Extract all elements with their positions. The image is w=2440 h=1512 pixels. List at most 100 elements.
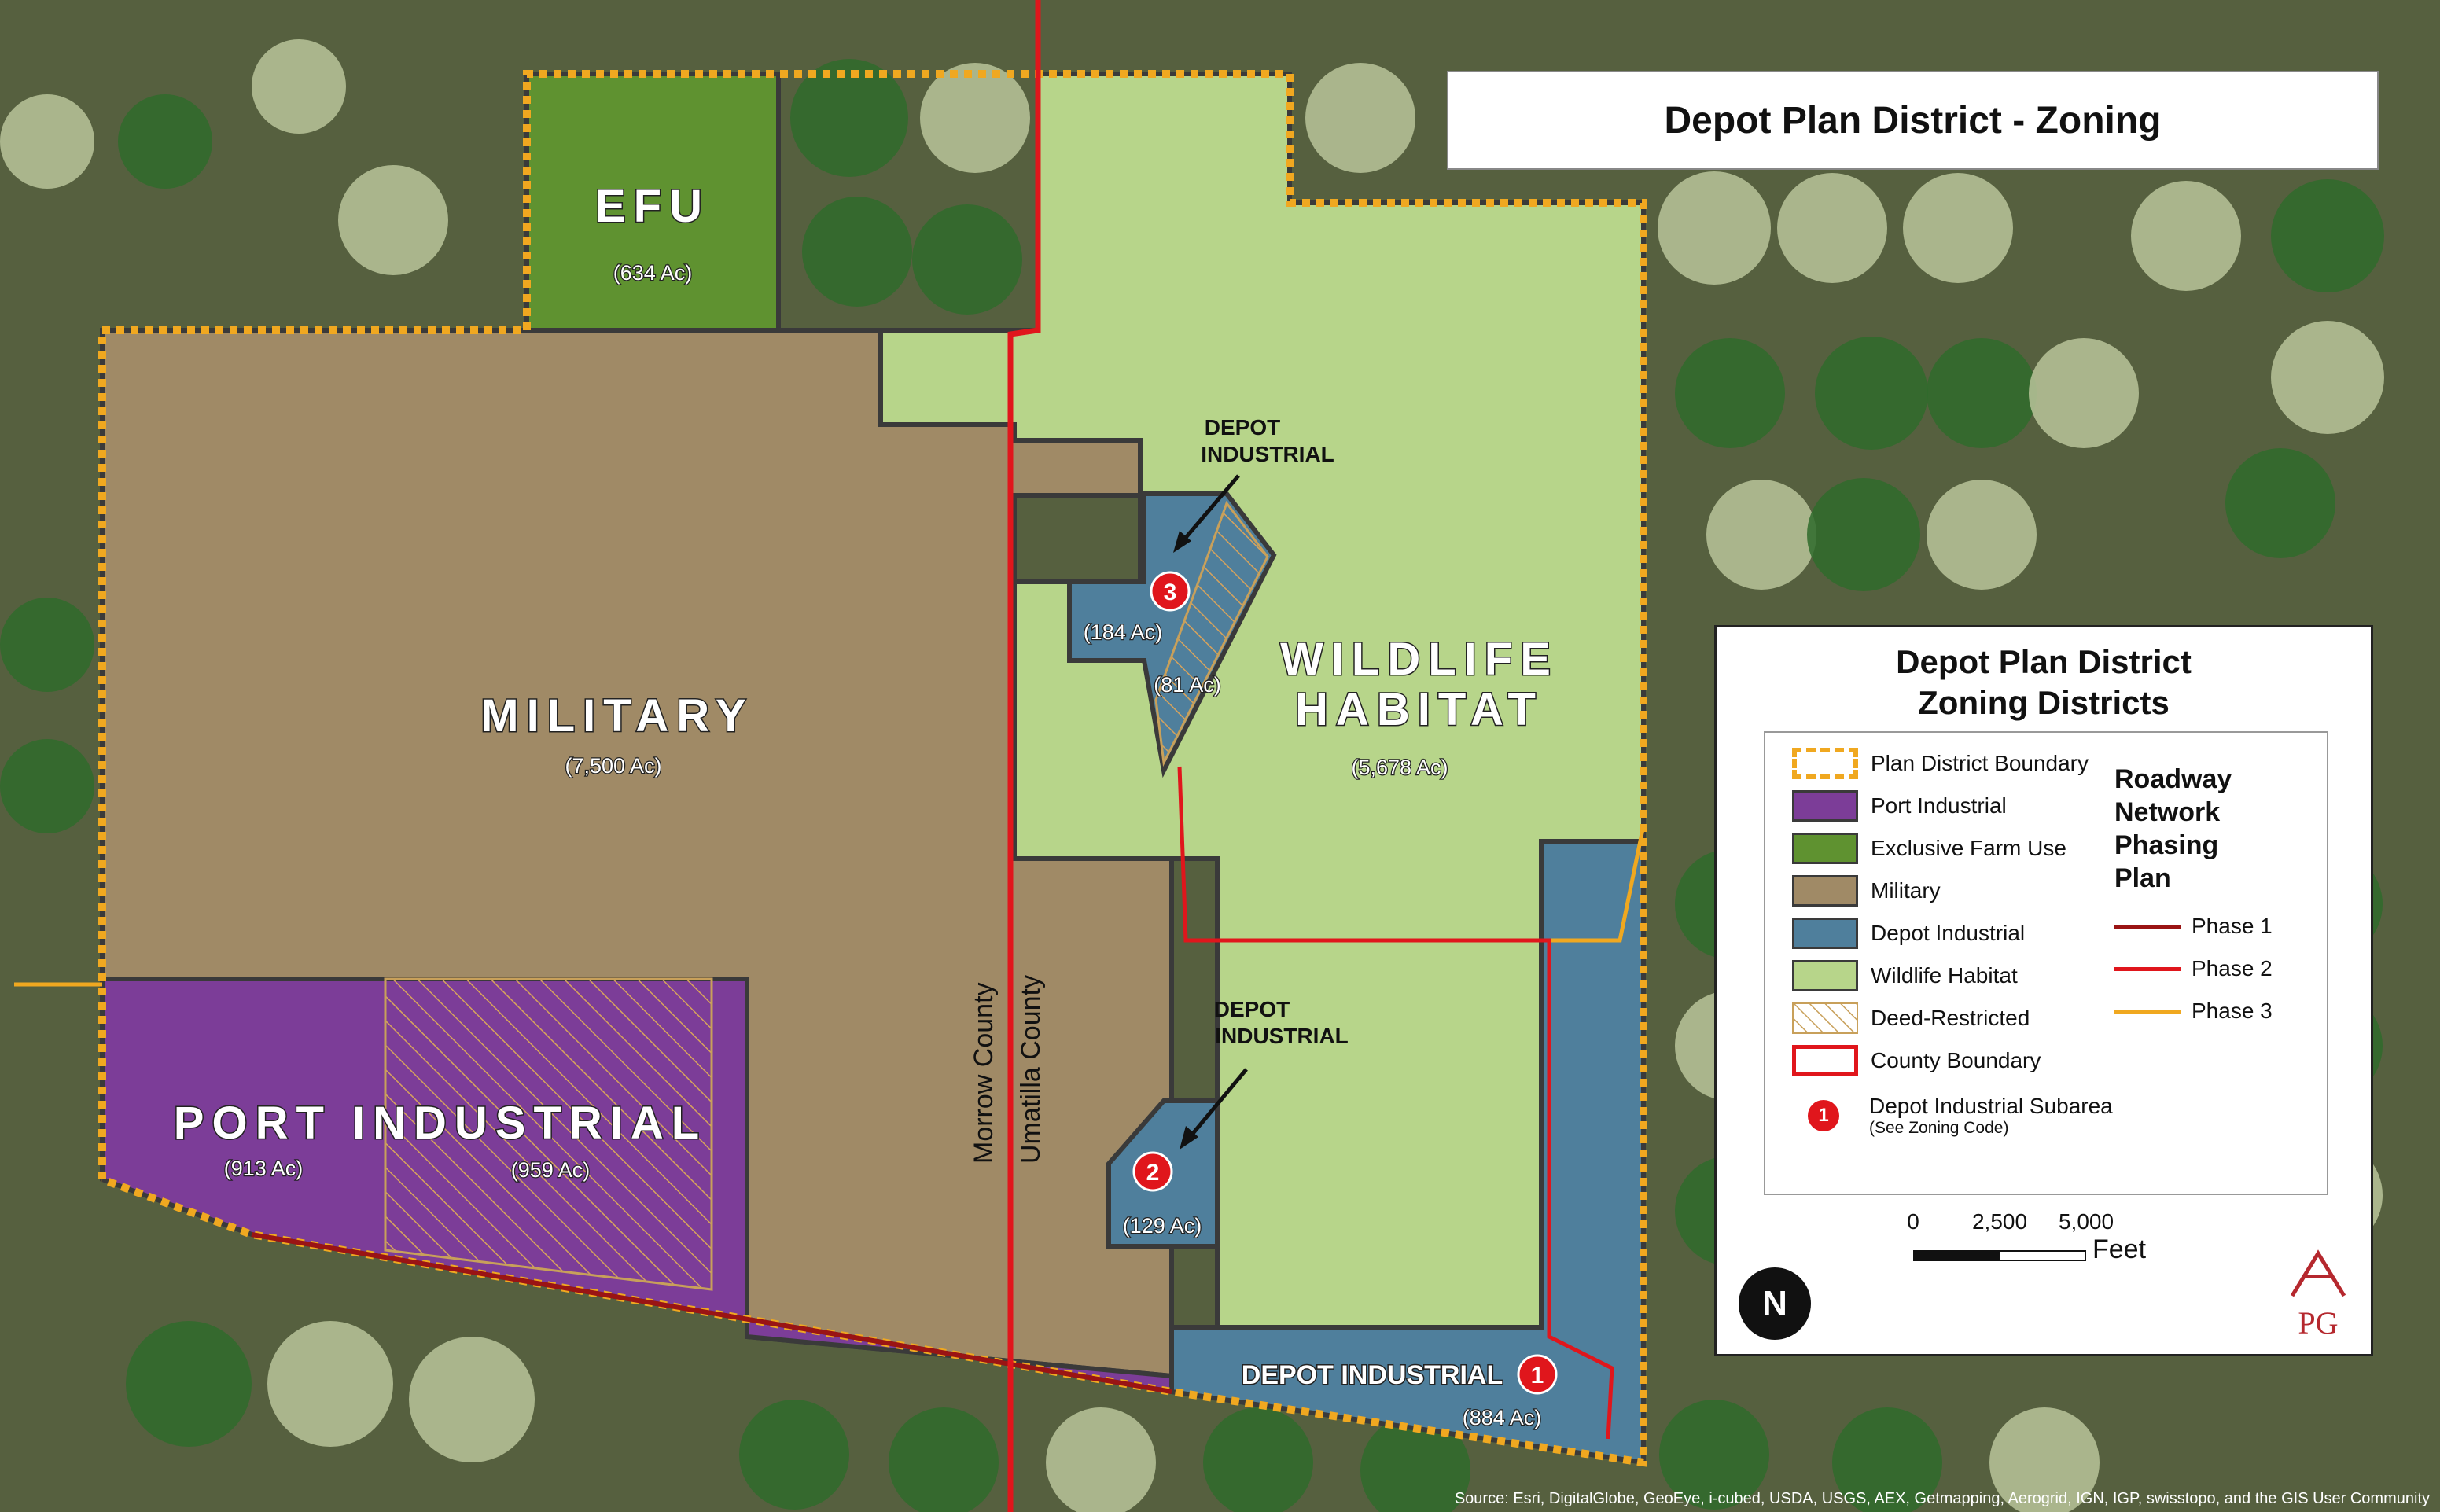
legend-label: Plan District Boundary: [1871, 751, 2089, 775]
subarea-swatch-number: 1: [1818, 1105, 1829, 1126]
subarea-1-marker[interactable]: [1517, 1354, 1558, 1395]
military-acres: (7,500 Ac): [565, 754, 661, 778]
phase-label: Phase 1: [2192, 914, 2273, 938]
crop-circle: [2271, 321, 2384, 434]
phase-2-swatch: [2114, 966, 2181, 971]
depot-3-acres: (184 Ac): [1084, 620, 1163, 644]
subarea-note: (See Zoning Code): [1869, 1119, 2009, 1137]
depot-2-arrow: [1186, 1068, 1248, 1142]
source-credit: Source: Esri, DigitalGlobe, GeoEye, i-cu…: [1455, 1490, 2430, 1507]
legend-label: Deed-Restricted: [1871, 1006, 2030, 1030]
crop-circle: [338, 165, 448, 275]
scale-tick: 0: [1907, 1209, 1919, 1234]
wildlife-label-line1: WILDLIFE: [1280, 634, 1559, 685]
legend-title: Depot Plan District Zoning Districts: [1717, 642, 2371, 723]
crop-circle: [1815, 337, 1928, 450]
roadway-title-line: Roadway: [2114, 764, 2232, 794]
legend-item-efu: Exclusive Farm Use: [1792, 832, 2066, 865]
subarea-2-number: 2: [1146, 1160, 1160, 1186]
crop-circle: [2029, 338, 2139, 448]
crop-circle: [252, 39, 346, 134]
legend-title-line2: Zoning Districts: [1918, 684, 2170, 721]
roadway-title: Roadway Network Phasing Plan: [2114, 763, 2272, 895]
wildlife-swatch: [1792, 960, 1858, 991]
depot-1-acres: (884 Ac): [1463, 1406, 1542, 1429]
crop-circle: [267, 1321, 393, 1447]
plan-district-boundary: [98, 70, 1647, 1467]
scale-bar: 0 2,500 5,000 Feet: [1907, 1209, 2243, 1280]
phase-label: Phase 3: [2192, 999, 2273, 1023]
military-label: MILITARY: [480, 690, 753, 741]
subarea-3-marker[interactable]: [1150, 571, 1191, 612]
crop-circle: [1927, 480, 2037, 590]
crop-circle: [1203, 1407, 1313, 1512]
legend-phase-1: Phase 1: [2114, 912, 2273, 940]
port-acres-east: (959 Ac): [511, 1158, 591, 1182]
crop-circle: [1658, 171, 1771, 285]
phase-2-road: [1177, 766, 1614, 1440]
legend-label: Depot Industrial: [1871, 921, 2026, 945]
map-title: Depot Plan District - Zoning: [1664, 99, 2162, 142]
depot-2-callout-line2: INDUSTRIAL: [1215, 1024, 1349, 1048]
legend-label: Military: [1871, 878, 1941, 903]
crop-circle: [1360, 1415, 1470, 1512]
subarea-2-marker[interactable]: [1132, 1151, 1173, 1192]
phase-1-swatch: [2114, 924, 2181, 929]
legend-box: Plan District Boundary Port Industrial E…: [1764, 731, 2328, 1195]
roadway-title-line: Network: [2114, 797, 2221, 827]
depot-3-callout-line2: INDUSTRIAL: [1201, 442, 1334, 466]
crop-circle: [2131, 181, 2241, 291]
crop-circle: [1903, 173, 2013, 283]
crop-circle: [126, 1321, 252, 1447]
legend-title-line1: Depot Plan District: [1896, 643, 2192, 680]
crop-circle: [1832, 1407, 1942, 1512]
legend-item-subarea: 1 Depot Industrial Subarea (See Zoning C…: [1792, 1088, 2113, 1143]
crop-circle: [920, 63, 1030, 173]
crop-circle: [409, 1337, 535, 1462]
crop-circle: [0, 94, 94, 189]
crop-circle: [802, 197, 912, 307]
county-swatch: [1792, 1045, 1858, 1076]
subarea-3-number: 3: [1164, 579, 1177, 605]
subarea-swatch: 1: [1806, 1098, 1841, 1133]
crop-circle: [1659, 1400, 1769, 1510]
deed-restricted-depot-3: [1154, 500, 1269, 767]
apg-logo-text: PG: [2298, 1305, 2338, 1341]
crop-circle: [2271, 179, 2384, 292]
crop-circle: [1989, 1407, 2100, 1512]
crop-circle: [1807, 478, 1920, 591]
legend-phase-3: Phase 3: [2114, 997, 2273, 1025]
phase-label: Phase 2: [2192, 956, 2273, 980]
crop-circle: [1046, 1407, 1156, 1512]
crop-circle: [0, 598, 94, 692]
roadway-title-line: Phasing: [2114, 830, 2219, 860]
depot-2-acres: (129 Ac): [1123, 1214, 1202, 1238]
deed-restricted-port-area: [384, 977, 713, 1291]
port-industrial-label: PORT INDUSTRIAL: [174, 1098, 707, 1149]
crop-circle: [1927, 338, 2037, 448]
subarea-1-number: 1: [1531, 1363, 1544, 1389]
crop-circle: [1305, 63, 1415, 173]
legend-panel: Depot Plan District Zoning Districts Pla…: [1714, 625, 2373, 1356]
morrow-county-label: Morrow County: [969, 982, 999, 1164]
depot-3-arrowhead: [1173, 531, 1191, 553]
map-title-box: Depot Plan District - Zoning: [1447, 71, 2379, 170]
depot-3-callout-line1: DEPOT: [1205, 415, 1280, 440]
legend-label: Wildlife Habitat: [1871, 963, 2018, 988]
efu-label: EFU: [595, 181, 710, 232]
crop-circle: [912, 204, 1022, 315]
legend-label: Port Industrial: [1871, 793, 2007, 818]
phase-3-swatch: [2114, 1009, 2181, 1014]
depot-2-arrowhead: [1180, 1126, 1198, 1150]
wildlife-acres: (5,678 Ac): [1351, 756, 1448, 779]
port-swatch: [1792, 790, 1858, 822]
crop-circle: [1706, 480, 1816, 590]
legend-item-wildlife: Wildlife Habitat: [1792, 959, 2018, 992]
efu-swatch: [1792, 833, 1858, 864]
crop-circle: [739, 1400, 849, 1510]
umatilla-county-label: Umatilla County: [1016, 975, 1046, 1164]
phase-3-road-east: [1549, 825, 1646, 943]
scale-tick: 2,500: [1971, 1209, 2028, 1234]
depot-1-label: DEPOT INDUSTRIAL: [1242, 1360, 1503, 1390]
